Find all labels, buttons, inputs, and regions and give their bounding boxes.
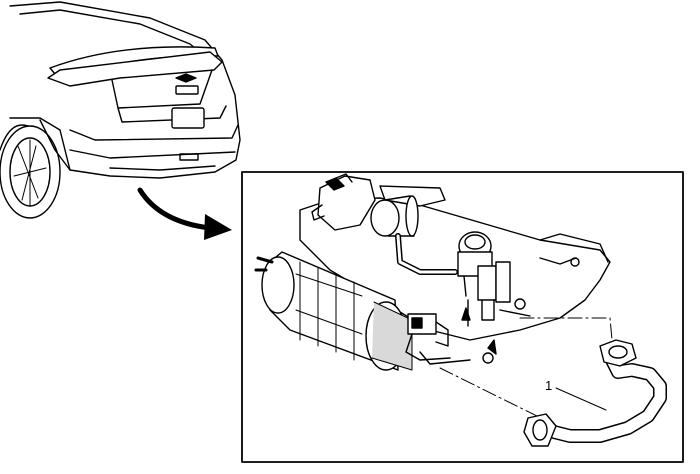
charcoal-canister — [254, 251, 413, 371]
detail-pointer-arrow — [137, 187, 232, 240]
evap-canister-assembly — [254, 173, 611, 371]
vehicle-rear-view — [0, 1, 241, 219]
purge-valve — [311, 173, 376, 231]
detail-frame — [241, 171, 684, 463]
callout-1-label: 1 — [545, 378, 553, 393]
hose-fittings — [467, 257, 580, 327]
callout-leader-line — [555, 387, 607, 411]
evap-vent-pipe — [439, 317, 667, 447]
vent-valve — [370, 195, 419, 237]
electrical-connector — [405, 313, 471, 365]
